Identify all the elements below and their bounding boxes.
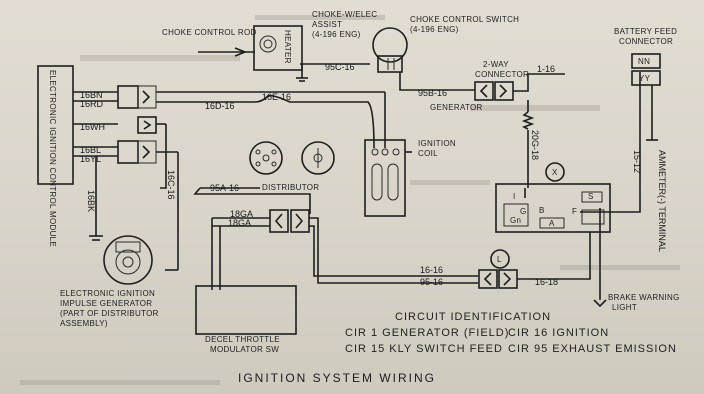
brake-label-1: BRAKE WARNING — [608, 293, 680, 302]
wire-95a-label: 95A-16 — [210, 183, 239, 193]
wire-16bk-label: 16BK — [86, 190, 96, 212]
x-marker: X — [552, 168, 558, 177]
ignition-control-module: ELECTRONIC IGNITION CONTROL MODULE — [37, 65, 74, 247]
two-way-label-2: CONNECTOR — [475, 70, 529, 79]
impulse-generator: ELECTRONIC IGNITION IMPULSE GENERATOR (P… — [60, 235, 159, 328]
choke-assist-label-1: CHOKE-W/ELEC — [312, 10, 377, 19]
distributor-label: DISTRIBUTOR — [262, 183, 319, 192]
wire-16wh-label: 16WH — [80, 122, 105, 132]
reg-term-s: S — [588, 192, 594, 201]
circuit-id-heading: CIRCUIT IDENTIFICATION — [395, 311, 551, 323]
wire-16c-label: 16C-16 — [166, 170, 176, 200]
wire-15-label: 15-12 — [632, 150, 642, 173]
wire-18ga-1-label: 18GA — [230, 209, 253, 219]
wire-16bn-label: 16BN — [80, 90, 103, 100]
battery-feed-label-2: CONNECTOR — [619, 37, 673, 46]
wire-95b-label: 95B-16 — [418, 88, 447, 98]
choke-heater: CHOKE CONTROL ROD HEATER — [162, 25, 370, 82]
battery-feed-connector: BATTERY FEED CONNECTOR NN YY — [614, 27, 677, 86]
wire-16e-label: 16E-16 — [262, 92, 291, 102]
coil-label-1: IGNITION — [418, 139, 456, 148]
choke-switch-label-1: CHOKE CONTROL SWITCH — [410, 15, 519, 24]
reg-term-gn: Gn — [510, 216, 521, 225]
l-marker: L — [497, 255, 502, 264]
choke-control-switch: CHOKE CONTROL SWITCH (4-196 ENG) — [372, 15, 519, 73]
decel-connectors — [269, 209, 310, 233]
wire-16d-label: 16D-16 — [205, 101, 235, 111]
choke-rod-label-1: CHOKE CONTROL ROD — [162, 28, 257, 37]
diagram-title: IGNITION SYSTEM WIRING — [238, 371, 436, 385]
reg-term-b: B — [539, 206, 545, 215]
two-way-label-1: 2-WAY — [483, 60, 509, 69]
ignition-coil: IGNITION COIL — [364, 139, 456, 217]
circuit-id-1: CIR 1 GENERATOR (FIELD) — [345, 327, 509, 339]
coil-label-2: COIL — [418, 149, 438, 158]
wire-16-16-label: 16-16 — [420, 265, 443, 275]
reg-term-f: F — [572, 207, 577, 216]
wire-95-16-label: 95-16 — [420, 277, 443, 287]
brake-label-2: LIGHT — [612, 303, 637, 312]
circuit-identification: CIRCUIT IDENTIFICATION CIR 1 GENERATOR (… — [345, 311, 677, 355]
circuit-id-4: CIR 95 EXHAUST EMISSION — [508, 343, 677, 355]
impulse-label-2: IMPULSE GENERATOR — [60, 299, 152, 308]
wire-16rd-label: 16RD — [80, 99, 104, 109]
wire-20g-label: 20G-18 — [530, 130, 540, 160]
choke-assist-label-2: ASSIST — [312, 20, 342, 29]
background-texture — [20, 15, 680, 385]
l-connector: L — [478, 249, 518, 289]
two-way-connector: 2-WAY CONNECTOR — [474, 60, 529, 101]
wire-95c-label: 95C-16 — [325, 62, 355, 72]
ecm-wires — [73, 91, 118, 241]
battery-feed-label-1: BATTERY FEED — [614, 27, 677, 36]
heater-label: HEATER — [283, 30, 292, 64]
ammeter-label: AMMETER(-) TERMINAL — [657, 150, 667, 252]
wire-1-label: 1-16 — [537, 64, 555, 74]
reg-term-i: I — [513, 192, 516, 201]
generator-label: GENERATOR — [430, 103, 483, 112]
circuit-id-2: CIR 16 IGNITION — [508, 327, 609, 339]
decel-label-1: DECEL THROTTLE — [205, 335, 280, 344]
circuit-id-3: CIR 15 KLY SWITCH FEED — [345, 343, 503, 355]
reg-term-g: G — [520, 207, 527, 216]
wire-16yl-label: 16YL — [80, 154, 101, 164]
wire-16-18-label: 16-18 — [535, 277, 558, 287]
impulse-label-1: ELECTRONIC IGNITION — [60, 289, 155, 298]
impulse-label-3: (PART OF DISTRIBUTOR — [60, 309, 159, 318]
impulse-label-4: ASSEMBLY) — [60, 319, 108, 328]
nn-label: NN — [638, 57, 650, 66]
wire-18ga-2-label: 18GA — [228, 218, 251, 228]
decel-throttle-modulator: DECEL THROTTLE MODULATOR SW — [195, 285, 297, 354]
ecm-label: ELECTRONIC IGNITION CONTROL MODULE — [48, 70, 57, 247]
choke-assist-label-3: (4-196 ENG) — [312, 30, 361, 39]
distributor: DISTRIBUTOR — [249, 141, 335, 192]
choke-switch-label-2: (4-196 ENG) — [410, 25, 459, 34]
reg-term-a: A — [549, 219, 555, 228]
voltage-regulator: I G B S F A Gn X — [495, 162, 611, 233]
wire-16bl-label: 16BL — [80, 145, 101, 155]
decel-label-2: MODULATOR SW — [210, 345, 279, 354]
yy-label: YY — [639, 74, 651, 83]
ecm-connectors — [117, 85, 157, 164]
